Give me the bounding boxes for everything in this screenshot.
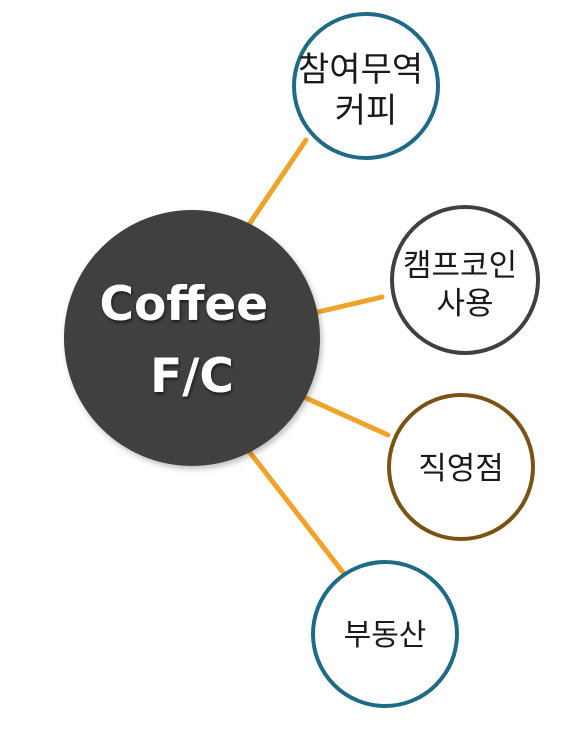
node-real-estate-line-1: 부동산 [344, 618, 427, 653]
connector-direct-store [303, 395, 391, 438]
node-direct-store-text: 직영점 [418, 451, 504, 487]
connector-camp-coin [315, 294, 385, 315]
node-camp-coin: 캠프코인 사용 [390, 205, 540, 355]
node-fair-trade-coffee: 참여무역 커피 [292, 12, 440, 160]
center-node: Coffee F/C [64, 210, 320, 466]
node-direct-store-circle [387, 393, 535, 541]
node-camp-coin-text: 캠프코인 사용 [403, 248, 527, 322]
node-real-estate: 부동산 [311, 560, 459, 708]
connector-real-estate [245, 447, 348, 578]
center-node-text: Coffee F/C [100, 277, 285, 404]
node-direct-store-line-1: 직영점 [418, 451, 504, 487]
connector-fair-trade [245, 137, 309, 229]
node-fair-trade-text: 참여무역 커피 [298, 50, 434, 131]
node-fair-trade-circle [292, 12, 440, 160]
node-fair-trade-line-1: 참여무역 [298, 50, 423, 90]
node-camp-coin-circle [390, 205, 540, 355]
node-camp-coin-line-1: 캠프코인 [403, 248, 517, 284]
node-real-estate-text: 부동산 [344, 618, 427, 653]
center-line-1: Coffee [100, 277, 269, 332]
node-direct-store: 직영점 [387, 393, 535, 541]
node-real-estate-circle [311, 560, 459, 708]
center-line-2: F/C [150, 349, 234, 404]
node-camp-coin-line-2: 사용 [436, 286, 493, 322]
center-node-circle [64, 210, 320, 466]
node-fair-trade-line-2: 커피 [335, 91, 398, 131]
